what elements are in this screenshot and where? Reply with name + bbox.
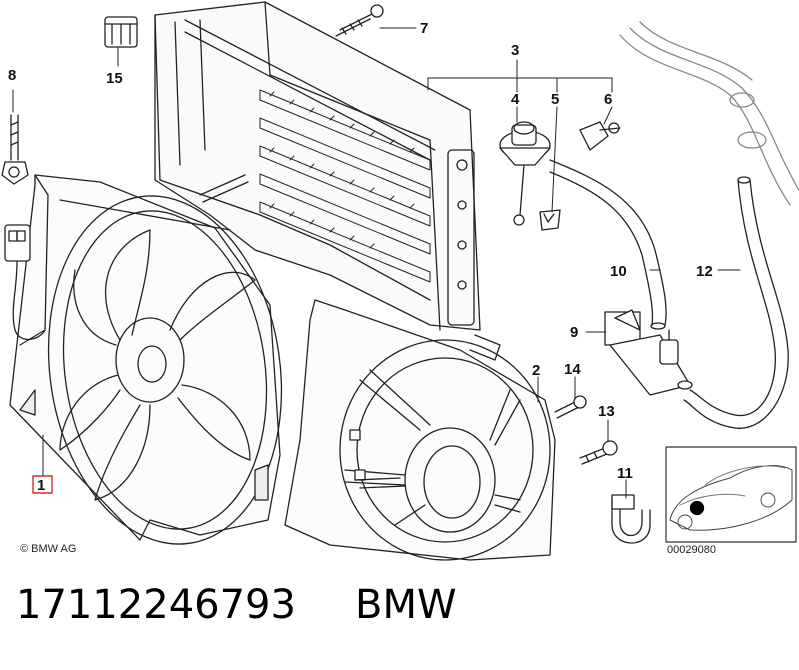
callout-1: 1: [37, 477, 45, 494]
part-14-screw: [554, 395, 587, 419]
part-1-fan-shroud: [4, 174, 283, 545]
part-6-rivet: [579, 121, 621, 151]
part-2-fan-shroud: [284, 299, 556, 561]
part-9-valve: [604, 309, 693, 396]
brand-name: BMW: [355, 582, 457, 628]
callout-7: 7: [420, 20, 428, 37]
location-marker: [689, 500, 705, 516]
part-11-clamp: [611, 494, 651, 544]
hose-bundle: [619, 21, 799, 206]
callout-1-highlight: [32, 475, 53, 494]
callout-2: 2: [532, 362, 540, 379]
callout-13: 13: [598, 403, 615, 420]
callout-5: 5: [551, 91, 559, 108]
callout-12: 12: [696, 263, 713, 280]
callout-4: 4: [511, 91, 520, 108]
callout-8: 8: [8, 67, 16, 84]
callout-10: 10: [610, 263, 627, 280]
part-8-screw: [1, 114, 29, 185]
copyright-text: © BMW AG: [20, 543, 76, 555]
part-15-clip: [104, 16, 138, 48]
callout-9: 9: [570, 324, 578, 341]
callout-6: 6: [604, 91, 612, 108]
callout-14: 14: [564, 361, 581, 378]
callout-11: 11: [617, 465, 633, 482]
diagram-number: 00029080: [667, 544, 716, 556]
leader-lines: [12, 27, 741, 499]
parts-diagram: 1 2 3 4 5 6 7 8 9 10 11 12 13 14 15 © BM…: [1, 1, 799, 561]
part-5-clip: [539, 209, 561, 231]
vehicle-locator: [665, 446, 797, 543]
part-number: 17112246793: [16, 582, 296, 628]
part-12-hose: [683, 176, 789, 429]
callout-15: 15: [106, 70, 123, 87]
callout-3: 3: [511, 42, 519, 59]
part-4-vacuum-unit: [499, 121, 551, 226]
part-7-screw: [335, 4, 384, 37]
radiator-frame: [154, 1, 501, 361]
part-13-screw: [579, 440, 618, 465]
part-10-hose: [549, 159, 667, 330]
